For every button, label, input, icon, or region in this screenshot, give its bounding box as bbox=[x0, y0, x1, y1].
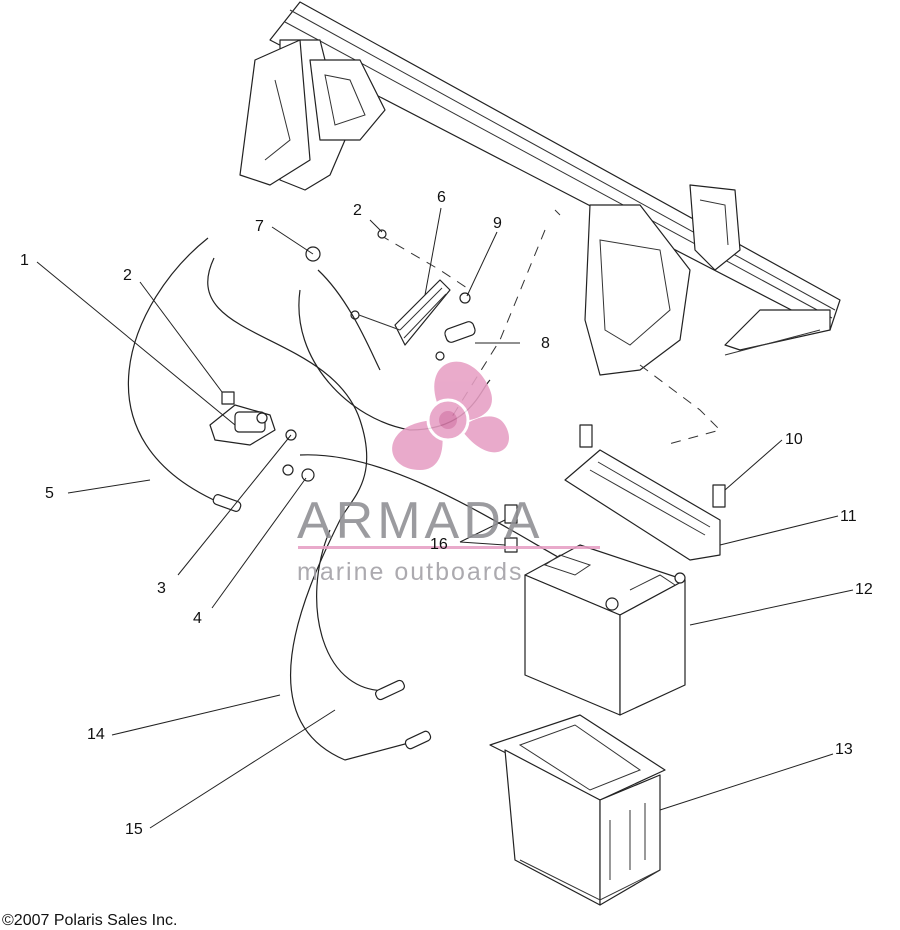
callout-13: 13 bbox=[835, 741, 853, 758]
callout-12: 12 bbox=[855, 581, 873, 598]
hold-down-bracket bbox=[504, 424, 726, 561]
fuse-holder bbox=[350, 229, 476, 361]
solenoid bbox=[209, 246, 321, 482]
callout-10: 10 bbox=[785, 431, 803, 448]
watermark-subtitle: marine outboards bbox=[297, 558, 524, 586]
armada-watermark: ARMADA marine outboards bbox=[297, 361, 600, 586]
callout-8: 8 bbox=[541, 335, 550, 352]
callout-11: 11 bbox=[840, 508, 857, 525]
battery bbox=[524, 544, 686, 716]
callout-3: 3 bbox=[157, 580, 166, 597]
callout-6: 6 bbox=[437, 189, 446, 206]
callout-labels: 1 2 2 3 4 5 6 7 8 9 10 11 12 13 14 15 16 bbox=[20, 189, 873, 838]
callout-5: 5 bbox=[45, 485, 54, 502]
callout-16: 16 bbox=[430, 536, 448, 553]
watermark-word: ARMADA bbox=[297, 492, 543, 550]
callout-7: 7 bbox=[255, 218, 264, 235]
callout-9: 9 bbox=[493, 215, 502, 232]
battery-box bbox=[489, 714, 666, 906]
leader-lines bbox=[36, 207, 854, 829]
callout-15: 15 bbox=[125, 821, 143, 838]
frame-rail bbox=[239, 1, 841, 376]
copyright-text: ©2007 Polaris Sales Inc. bbox=[2, 912, 177, 929]
propeller-logo-icon bbox=[392, 361, 509, 470]
callout-1: 1 bbox=[20, 252, 29, 269]
callout-2-left: 2 bbox=[123, 267, 132, 284]
watermark-underline bbox=[298, 546, 600, 549]
cables bbox=[127, 237, 601, 761]
callout-2-top: 2 bbox=[353, 202, 362, 219]
callout-14: 14 bbox=[87, 726, 105, 743]
callout-4: 4 bbox=[193, 610, 202, 627]
